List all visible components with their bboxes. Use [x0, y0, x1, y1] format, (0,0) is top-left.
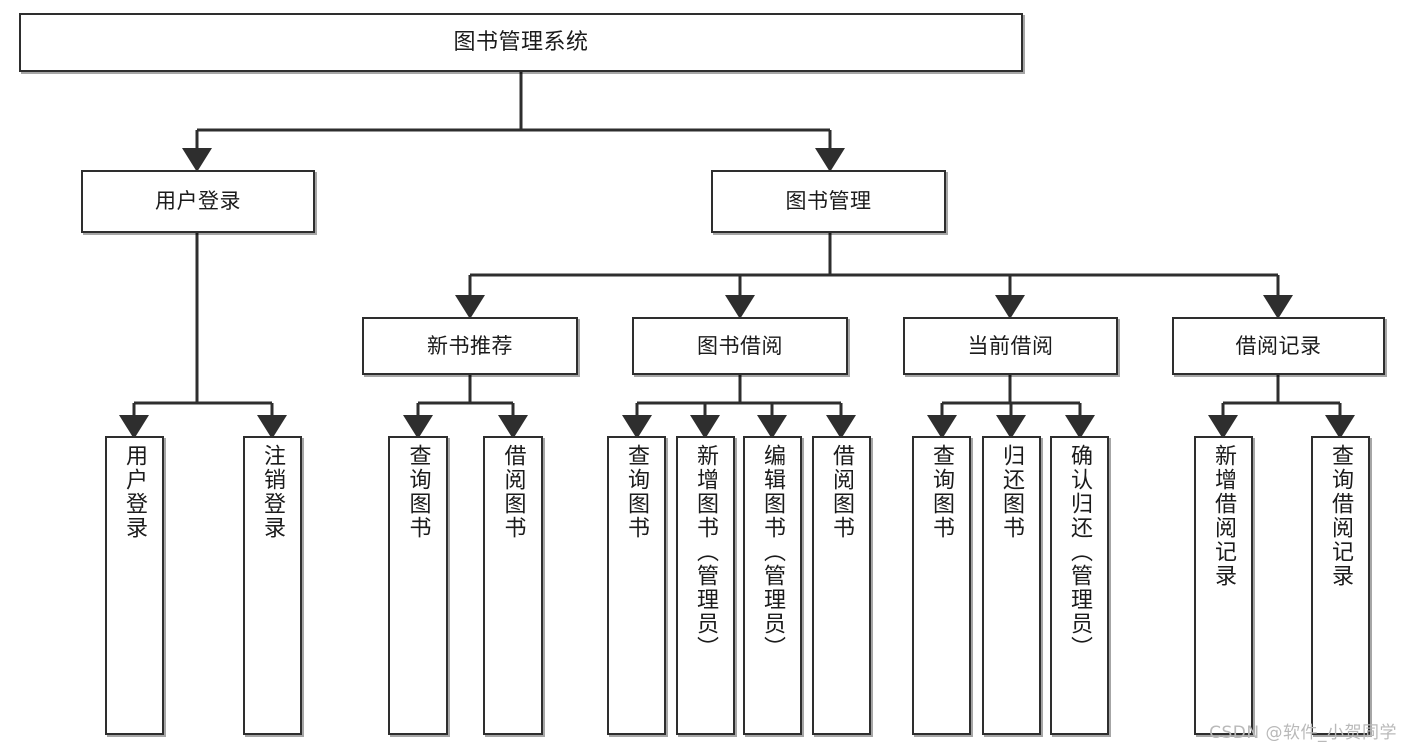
node-label: 查询图书 — [929, 444, 955, 540]
node-label: 当前借阅 — [967, 333, 1054, 358]
node-label: 用户登录 — [155, 189, 241, 214]
leaf-book-borrow-borrow[interactable]: 借阅图书 — [812, 436, 871, 735]
node-label: 查询图书 — [624, 444, 650, 540]
node-label: 用户登录 — [122, 444, 148, 540]
leaf-user-login-logout[interactable]: 注销登录 — [243, 436, 302, 735]
node-label: 归还图书 — [999, 444, 1025, 540]
node-label: 确认归还（管理员） — [1067, 444, 1093, 660]
leaf-current-borrow-return[interactable]: 归还图书 — [982, 436, 1041, 735]
node-root-system[interactable]: 图书管理系统 — [19, 13, 1023, 72]
node-label: 借阅记录 — [1235, 333, 1322, 358]
node-new-book-recommend[interactable]: 新书推荐 — [362, 317, 578, 375]
leaf-current-borrow-confirm-return[interactable]: 确认归还（管理员） — [1050, 436, 1109, 735]
node-book-management[interactable]: 图书管理 — [711, 170, 946, 233]
watermark-text: CSDN @软件_小贺同学 — [1209, 723, 1397, 743]
node-label: 新增借阅记录 — [1211, 444, 1237, 588]
leaf-book-borrow-add[interactable]: 新增图书（管理员） — [676, 436, 735, 735]
node-borrow-record[interactable]: 借阅记录 — [1172, 317, 1385, 375]
node-label: 图书管理 — [785, 189, 872, 214]
leaf-current-borrow-query[interactable]: 查询图书 — [912, 436, 971, 735]
leaf-new-book-borrow[interactable]: 借阅图书 — [483, 436, 543, 735]
leaf-borrow-record-add[interactable]: 新增借阅记录 — [1194, 436, 1253, 735]
node-label: 编辑图书（管理员） — [760, 444, 786, 660]
leaf-book-borrow-edit[interactable]: 编辑图书（管理员） — [743, 436, 802, 735]
node-label: 查询图书 — [405, 444, 431, 540]
node-book-borrow[interactable]: 图书借阅 — [632, 317, 848, 375]
node-label: 注销登录 — [260, 444, 286, 540]
leaf-user-login-login[interactable]: 用户登录 — [105, 436, 164, 735]
node-label: 借阅图书 — [500, 444, 526, 540]
node-label: 新增图书（管理员） — [693, 444, 719, 660]
node-label: 查询借阅记录 — [1328, 444, 1354, 588]
node-label: 图书借阅 — [697, 333, 783, 358]
node-user-login[interactable]: 用户登录 — [81, 170, 315, 233]
leaf-book-borrow-query[interactable]: 查询图书 — [607, 436, 666, 735]
leaf-new-book-query[interactable]: 查询图书 — [388, 436, 448, 735]
leaf-borrow-record-query[interactable]: 查询借阅记录 — [1311, 436, 1370, 735]
node-label: 图书管理系统 — [453, 29, 589, 55]
node-current-borrow[interactable]: 当前借阅 — [903, 317, 1118, 375]
node-label: 新书推荐 — [427, 333, 513, 358]
node-label: 借阅图书 — [829, 444, 855, 540]
